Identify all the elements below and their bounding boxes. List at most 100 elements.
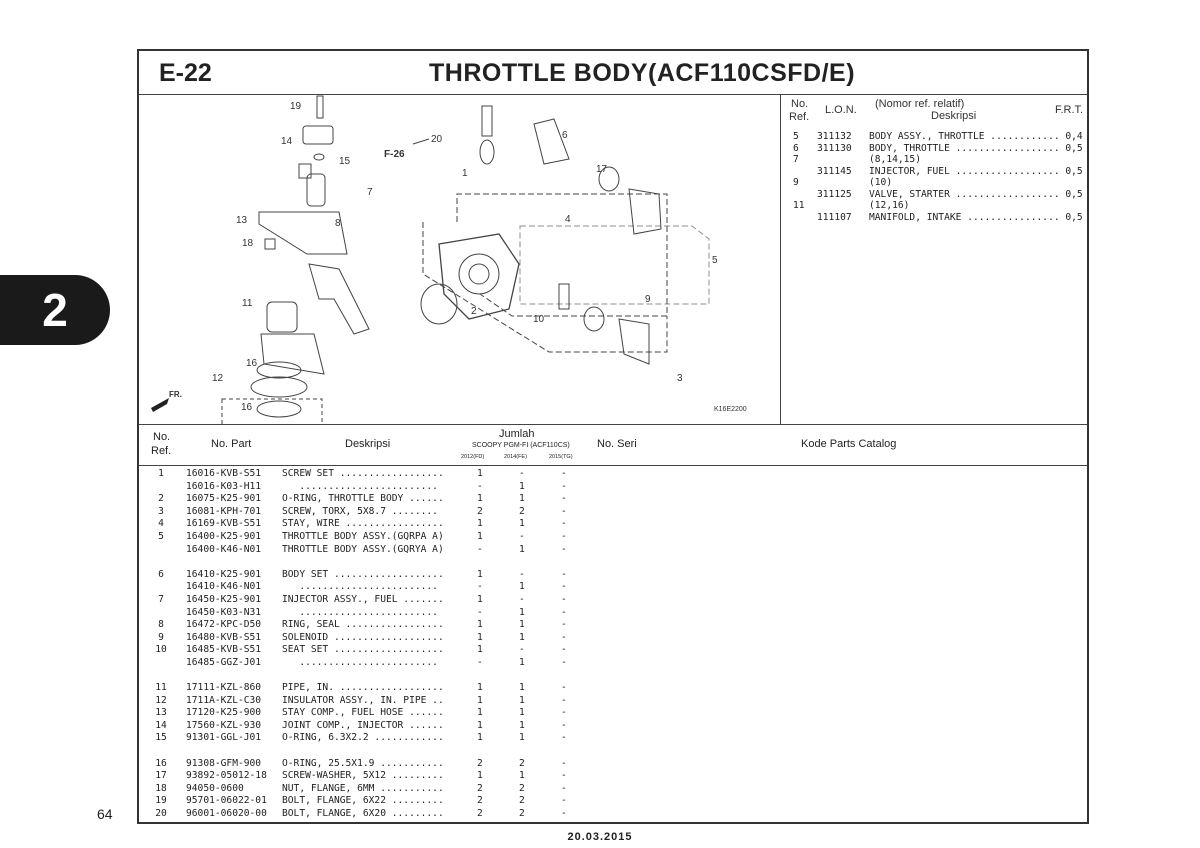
part-description: JOINT COMP., INJECTOR ......: [282, 719, 444, 731]
callout-18: 18: [242, 238, 254, 249]
qty-2012: -: [477, 543, 483, 555]
qty-2012: 1: [477, 719, 483, 731]
table-row: 16485-GGZ-J01 ........................-1…: [139, 657, 1087, 670]
lon-description: BODY, THROTTLE .................. 0,5: [869, 142, 1083, 154]
part-description: O-RING, 6.3X2.2 ............: [282, 732, 444, 744]
part-description: INSULATOR ASSY., IN. PIPE ..: [282, 694, 444, 706]
callout-11: 11: [242, 298, 253, 309]
header-ref: Ref.: [789, 111, 810, 123]
qty-2014: 1: [519, 543, 525, 555]
part-description: THROTTLE BODY ASSY.(GQRYA A): [282, 543, 444, 555]
ref-number: 10: [155, 644, 167, 656]
qty-2012: -: [477, 581, 483, 593]
qty-2012: 2: [477, 795, 483, 807]
part-description: BOLT, FLANGE, 6X22 .........: [282, 795, 444, 807]
qty-2015: -: [561, 518, 567, 530]
qty-2015: -: [561, 656, 567, 668]
qty-2015: -: [561, 593, 567, 605]
parts-table-header: No. Ref. No. Part Deskripsi Jumlah SCOOP…: [139, 424, 1087, 466]
callout-13: 13: [236, 215, 248, 226]
table-row: 16450-K03-N31 ........................-1…: [139, 607, 1087, 620]
ref-number: 8: [158, 619, 164, 631]
qty-2014: -: [519, 468, 525, 479]
callout-6: 6: [562, 130, 568, 141]
part-description: NUT, FLANGE, 6MM ...........: [282, 782, 444, 794]
header-year-2012: 2012(FD): [461, 454, 485, 460]
qty-2014: 1: [519, 770, 525, 782]
lon-description: BODY ASSY., THROTTLE ............ 0,4: [869, 131, 1083, 142]
qty-2014: 1: [519, 518, 525, 530]
qty-2015: -: [561, 682, 567, 694]
callout-labels: 19 14 15 7 13 8 18 11 16 12 16 20 1 6 17…: [151, 101, 747, 413]
qty-2012: 1: [477, 518, 483, 530]
qty-2012: 1: [477, 631, 483, 643]
callout-4: 4: [565, 214, 571, 225]
qty-2015: -: [561, 808, 567, 820]
part-number: 1711A-KZL-C30: [186, 694, 262, 706]
qty-2012: 2: [477, 505, 483, 517]
ref-number: 18: [155, 782, 167, 794]
callout-14: 14: [281, 136, 293, 147]
table-row: 16016-K03-H11 ........................-1…: [139, 481, 1087, 494]
lon-ref: 7: [793, 154, 799, 165]
part-number: 17560-KZL-930: [186, 719, 262, 731]
parts-list: 1 16016-KVB-S51 SCREW SET ................…: [139, 468, 1087, 821]
part-description: SCREW SET ..................: [282, 468, 444, 479]
callout-9: 9: [645, 294, 651, 305]
qty-2015: -: [561, 694, 567, 706]
ref-number: 16: [155, 757, 167, 769]
qty-2014: 1: [519, 682, 525, 694]
qty-2012: -: [477, 606, 483, 618]
lon-code: 311125: [817, 188, 852, 200]
part-description: BOLT, FLANGE, 6X20 .........: [282, 808, 444, 820]
part-number: 16016-KVB-S51: [186, 468, 262, 479]
part-number: 16016-K03-H11: [186, 480, 262, 492]
callout-19: 19: [290, 101, 302, 112]
cross-reference-label: F-26: [384, 149, 405, 160]
header-description: Deskripsi: [345, 438, 391, 450]
part-number: 16169-KVB-S51: [186, 518, 262, 530]
qty-2015: -: [561, 568, 567, 580]
qty-2015: -: [561, 468, 567, 479]
header-relative: (Nomor ref. relatif): [875, 98, 965, 110]
part-number: 16075-K25-901: [186, 493, 262, 505]
part-number: 16450-K25-901: [186, 593, 262, 605]
qty-2014: -: [519, 530, 525, 542]
row-spacer: [139, 745, 1087, 758]
qty-2014: 1: [519, 631, 525, 643]
qty-2014: 1: [519, 480, 525, 492]
ref-number: 4: [158, 518, 164, 530]
ref-number: 19: [155, 795, 167, 807]
callout-20: 20: [431, 134, 443, 145]
exploded-diagram: 19 14 15 7 13 8 18 11 16 12 16 20 1 6 17…: [139, 94, 781, 470]
qty-2014: 2: [519, 757, 525, 769]
callout-2: 2: [471, 306, 477, 317]
qty-2015: -: [561, 581, 567, 593]
section-code: E-22: [159, 59, 212, 87]
lon-description: VALVE, STARTER .................. 0,5: [869, 188, 1083, 200]
part-description: SCREW-WASHER, 5X12 .........: [282, 770, 444, 782]
part-description: ........................: [282, 606, 438, 618]
ref-number: 17: [155, 770, 167, 782]
lon-code: 111107: [817, 211, 852, 223]
qty-2014: 1: [519, 581, 525, 593]
part-number: 94050-0600: [186, 782, 244, 794]
ref-number: 11: [155, 682, 167, 694]
qty-2012: 2: [477, 782, 483, 794]
qty-2014: 1: [519, 619, 525, 631]
qty-2014: 2: [519, 505, 525, 517]
header-serial-no: No. Seri: [597, 438, 637, 450]
lon-ref: 9: [793, 177, 799, 188]
ref-number: 14: [155, 719, 167, 731]
callout-3: 3: [677, 373, 683, 384]
parts-page-frame: E-22 THROTTLE BODY(ACF110CSFD/E): [137, 49, 1089, 824]
lon-description: INJECTOR, FUEL .................. 0,5: [869, 165, 1083, 177]
part-number: 91308-GFM-900: [186, 757, 262, 769]
